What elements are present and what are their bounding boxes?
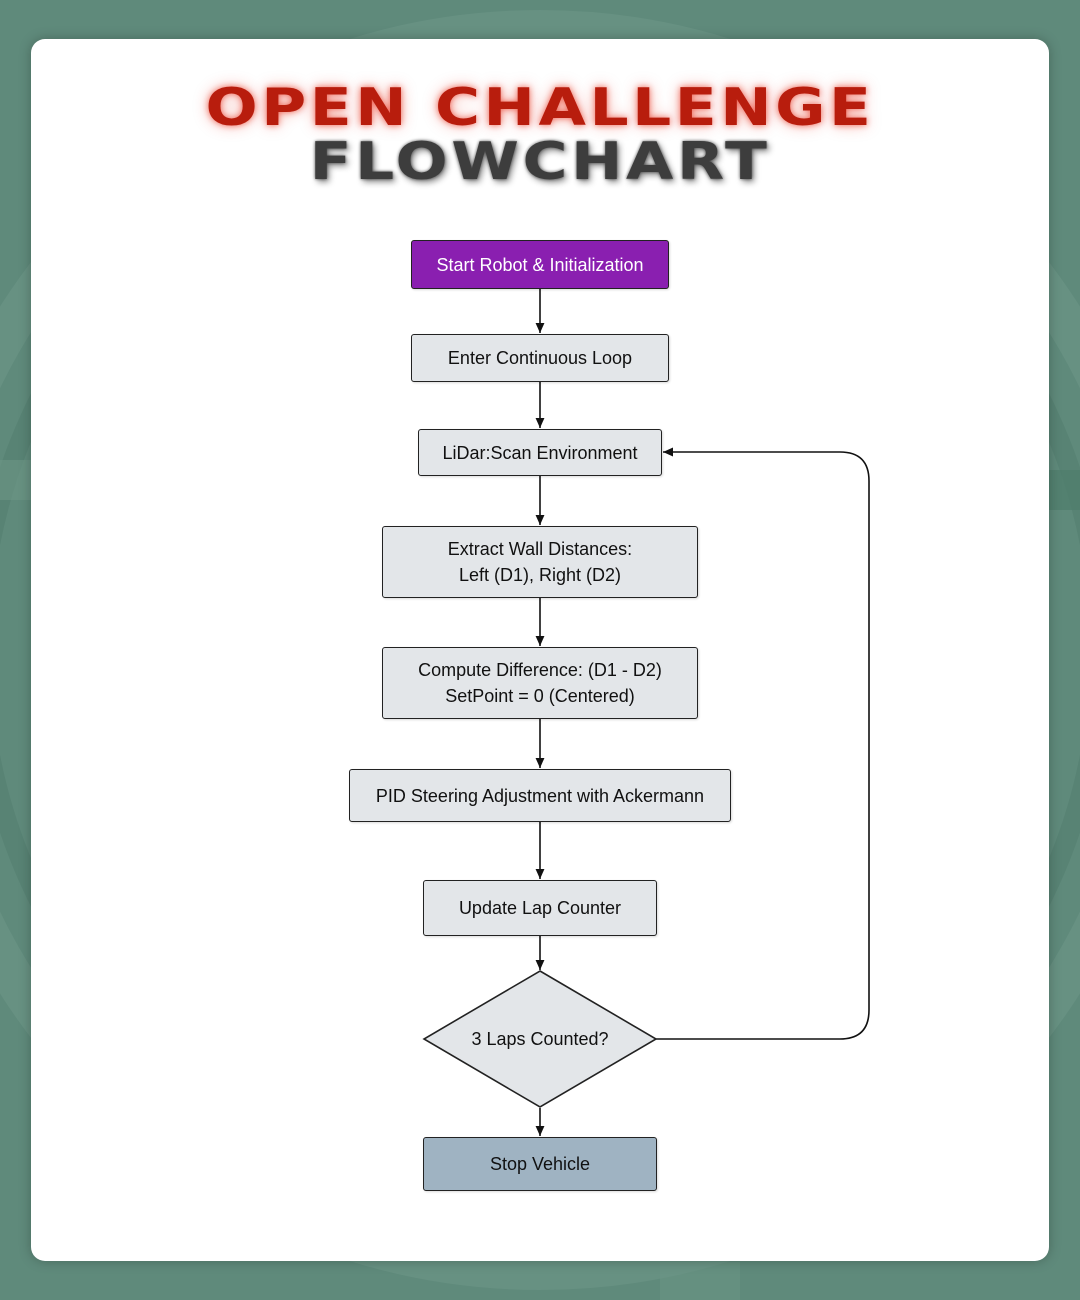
- extract-node-line-1: Extract Wall Distances:: [447, 539, 633, 559]
- start-node-label: Start Robot & Initialization: [436, 254, 644, 275]
- stop-node-label: Stop Vehicle: [489, 1154, 591, 1174]
- extract-node: Extract Wall Distances: Left (D1), Right…: [382, 526, 698, 598]
- arrow-decision-loop-back: [656, 447, 870, 1040]
- decision-label: 3 Laps Counted?: [471, 1029, 609, 1049]
- pid-node-label: PID Steering Adjustment with Ackermann: [375, 785, 705, 806]
- title-line-1: OPEN CHALLENGE: [205, 78, 875, 138]
- lap-node: Update Lap Counter: [423, 880, 657, 936]
- compute-node-line-2: SetPoint = 0 (Centered): [445, 686, 635, 706]
- lap-node-label: Update Lap Counter: [458, 898, 622, 918]
- loop-node: Enter Continuous Loop: [411, 334, 669, 382]
- pid-node: PID Steering Adjustment with Ackermann: [349, 769, 731, 822]
- compute-node: Compute Difference: (D1 - D2) SetPoint =…: [382, 647, 698, 719]
- loop-node-label: Enter Continuous Loop: [447, 348, 633, 368]
- start-node: Start Robot & Initialization: [411, 240, 669, 289]
- stop-node: Stop Vehicle: [423, 1137, 657, 1191]
- lidar-node: LiDar:Scan Environment: [418, 429, 662, 476]
- title-line-2: FLOWCHART: [309, 132, 771, 192]
- extract-node-line-2: Left (D1), Right (D2): [458, 565, 622, 585]
- decision-diamond: [422, 970, 658, 1108]
- lidar-node-label: LiDar:Scan Environment: [442, 442, 638, 463]
- compute-node-line-1: Compute Difference: (D1 - D2): [418, 660, 662, 680]
